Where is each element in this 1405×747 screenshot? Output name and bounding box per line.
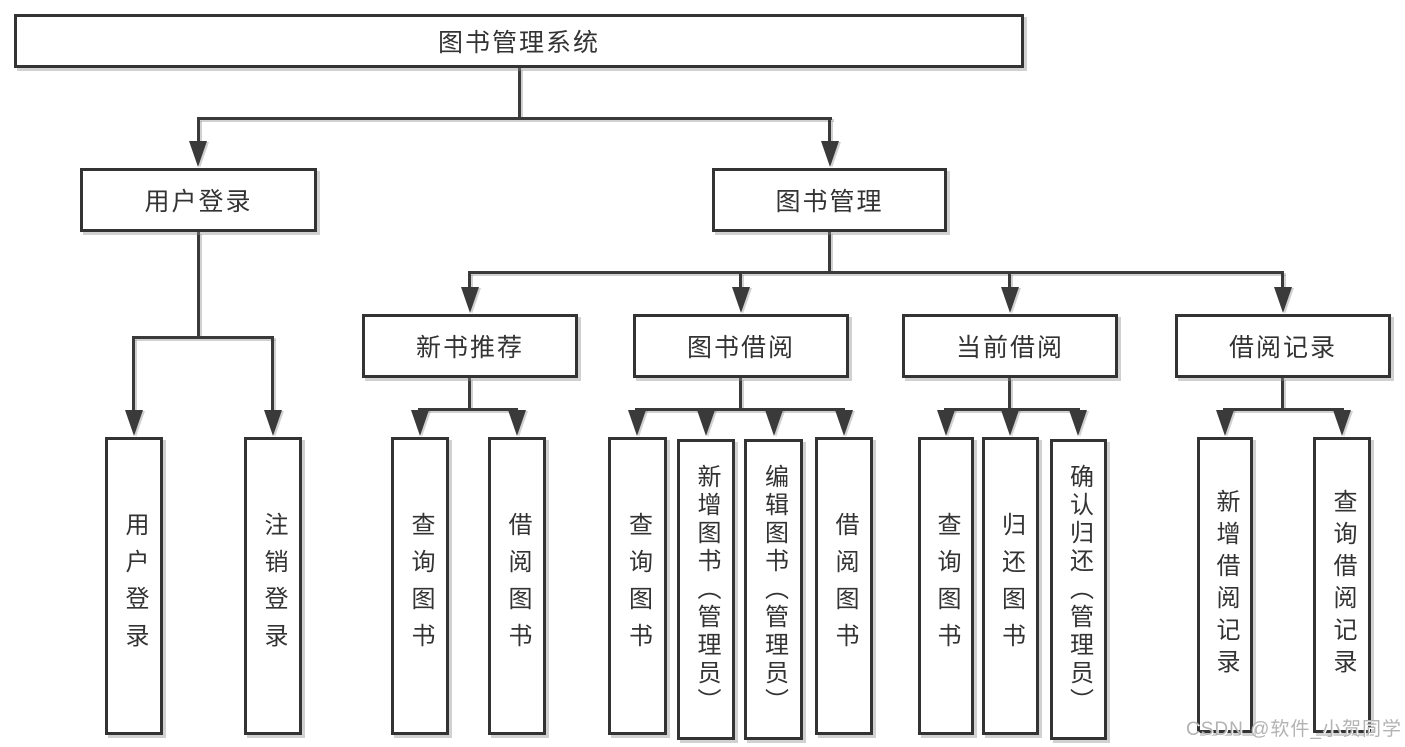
node-leaf-add-borrow-record: 新增借阅记录 bbox=[1197, 437, 1253, 733]
connector-line bbox=[518, 68, 521, 117]
arrowhead-down-icon bbox=[1069, 410, 1087, 436]
connector-line bbox=[828, 119, 831, 143]
connector-line bbox=[635, 408, 845, 411]
connector-line bbox=[271, 338, 274, 412]
node-current-borrowing: 当前借阅 bbox=[902, 314, 1118, 378]
node-label-leaf-borrow-books-2: 借阅图书 bbox=[831, 512, 858, 660]
arrowhead-down-icon bbox=[835, 410, 853, 436]
node-label-book-borrowing: 图书借阅 bbox=[686, 334, 795, 362]
connector-line bbox=[132, 338, 135, 412]
arrowhead-down-icon bbox=[125, 410, 143, 436]
connector-line bbox=[1223, 408, 1344, 411]
node-label-leaf-query-borrow-record: 查询借阅记录 bbox=[1329, 489, 1356, 681]
node-leaf-return-books: 归还图书 bbox=[982, 437, 1039, 735]
arrowhead-down-icon bbox=[765, 410, 783, 436]
node-label-book-management: 图书管理 bbox=[775, 188, 884, 216]
connector-line bbox=[1281, 378, 1284, 409]
node-label-leaf-confirm-return: 确认归还（管理员） bbox=[1065, 463, 1093, 716]
arrowhead-down-icon bbox=[461, 287, 479, 313]
node-label-leaf-borrow-books-1: 借阅图书 bbox=[504, 512, 531, 660]
connector-line bbox=[739, 378, 742, 409]
node-label-root: 图书管理系统 bbox=[437, 29, 600, 57]
node-borrowing-records: 借阅记录 bbox=[1175, 314, 1391, 378]
connector-line bbox=[197, 232, 200, 336]
node-leaf-user-login: 用户登录 bbox=[105, 437, 163, 735]
arrowhead-down-icon bbox=[1216, 410, 1234, 436]
arrowhead-down-icon bbox=[937, 410, 955, 436]
connector-line bbox=[132, 336, 274, 339]
node-label-new-book-recommend: 新书推荐 bbox=[415, 334, 524, 362]
node-label-user-login: 用户登录 bbox=[144, 188, 253, 216]
node-book-borrowing: 图书借阅 bbox=[633, 314, 849, 378]
node-root: 图书管理系统 bbox=[14, 14, 1024, 68]
connector-line bbox=[468, 378, 471, 409]
connector-line bbox=[739, 273, 742, 289]
node-label-leaf-user-login: 用户登录 bbox=[121, 512, 148, 660]
arrowhead-down-icon bbox=[189, 141, 207, 167]
node-label-leaf-edit-books-admin: 编辑图书（管理员） bbox=[760, 463, 788, 716]
node-user-login: 用户登录 bbox=[80, 168, 317, 232]
connector-line bbox=[468, 273, 471, 289]
connector-line bbox=[418, 408, 518, 411]
connector-line bbox=[828, 232, 831, 272]
node-leaf-logout: 注销登录 bbox=[244, 437, 302, 735]
arrowhead-down-icon bbox=[1001, 410, 1019, 436]
arrowhead-down-icon bbox=[821, 141, 839, 167]
node-label-leaf-query-books-1: 查询图书 bbox=[407, 512, 434, 660]
connector-line bbox=[197, 119, 200, 143]
node-label-leaf-add-books-admin: 新增图书（管理员） bbox=[693, 463, 720, 716]
node-label-leaf-query-books-2: 查询图书 bbox=[624, 512, 652, 660]
connector-line bbox=[944, 408, 1080, 411]
connector-line bbox=[1008, 378, 1011, 409]
arrowhead-down-icon bbox=[1001, 287, 1019, 313]
node-label-current-borrowing: 当前借阅 bbox=[955, 334, 1064, 362]
node-leaf-edit-books-admin: 编辑图书（管理员） bbox=[744, 439, 803, 740]
arrowhead-down-icon bbox=[732, 287, 750, 313]
node-leaf-confirm-return: 确认归还（管理员） bbox=[1050, 439, 1107, 740]
node-leaf-borrow-books-2: 借阅图书 bbox=[815, 437, 873, 735]
node-leaf-query-books-1: 查询图书 bbox=[391, 437, 449, 735]
watermark: CSDN @软件_小贺同学 bbox=[1186, 719, 1402, 740]
node-leaf-query-books-2: 查询图书 bbox=[608, 437, 667, 735]
node-leaf-query-books-3: 查询图书 bbox=[918, 437, 974, 735]
node-new-book-recommend: 新书推荐 bbox=[362, 314, 578, 378]
node-leaf-add-books-admin: 新增图书（管理员） bbox=[677, 439, 735, 740]
connector-line bbox=[1281, 273, 1284, 289]
node-book-management: 图书管理 bbox=[712, 168, 947, 232]
node-label-borrowing-records: 借阅记录 bbox=[1228, 334, 1337, 362]
node-label-leaf-logout: 注销登录 bbox=[260, 512, 287, 660]
node-label-leaf-query-books-3: 查询图书 bbox=[933, 512, 960, 660]
node-label-leaf-add-borrow-record: 新增借阅记录 bbox=[1212, 489, 1239, 681]
arrowhead-down-icon bbox=[264, 410, 282, 436]
arrowhead-down-icon bbox=[628, 410, 646, 436]
node-leaf-query-borrow-record: 查询借阅记录 bbox=[1313, 437, 1371, 733]
arrowhead-down-icon bbox=[508, 410, 526, 436]
connector-line bbox=[468, 271, 1284, 274]
arrowhead-down-icon bbox=[1333, 410, 1351, 436]
connector-line bbox=[197, 117, 832, 120]
connector-line bbox=[1008, 273, 1011, 289]
arrowhead-down-icon bbox=[697, 410, 715, 436]
arrowhead-down-icon bbox=[411, 410, 429, 436]
arrowhead-down-icon bbox=[1274, 287, 1292, 313]
node-leaf-borrow-books-1: 借阅图书 bbox=[488, 437, 546, 735]
node-label-leaf-return-books: 归还图书 bbox=[997, 512, 1025, 660]
